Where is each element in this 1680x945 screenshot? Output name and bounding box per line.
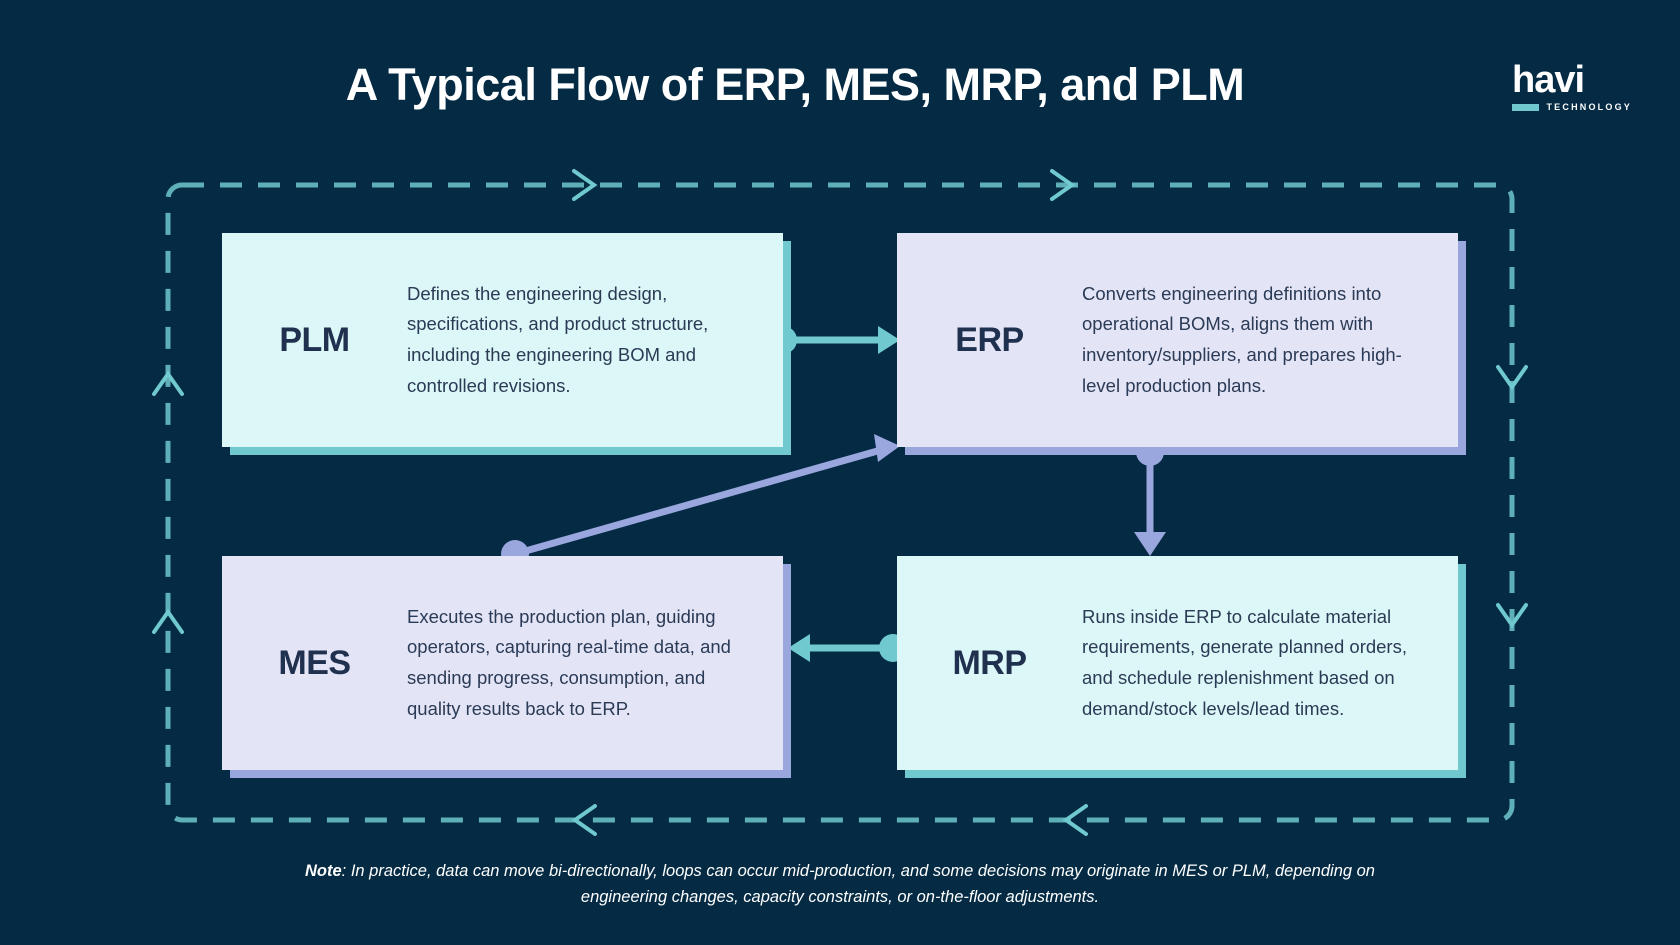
loop-arrow-top-right	[1050, 169, 1076, 201]
loop-arrow-right-lower	[1496, 603, 1528, 629]
loop-arrow-right-upper	[1496, 365, 1528, 391]
logo-tagline: TECHNOLOGY	[1546, 102, 1632, 113]
logo-subrow: TECHNOLOGY	[1512, 102, 1632, 112]
node-mes-description: Executes the production plan, guiding op…	[407, 605, 731, 719]
node-plm[interactable]: PLM Defines the engineering design, spec…	[222, 233, 791, 455]
node-erp-abbr: ERP	[955, 320, 1024, 359]
connector-erp-to-mrp	[1134, 438, 1166, 556]
node-mes-abbr: MES	[278, 643, 351, 682]
page-title: A Typical Flow of ERP, MES, MRP, and PLM	[345, 59, 1245, 110]
node-plm-description: Defines the engineering design, specific…	[407, 282, 709, 396]
node-mes-face: MES Executes the production plan, guidin…	[222, 556, 783, 770]
loop-arrow-top-left	[572, 169, 598, 201]
node-erp-description: Converts engineering definitions into op…	[1082, 282, 1402, 396]
brand-logo: havi TECHNOLOGY	[1512, 59, 1632, 112]
loop-arrow-left-lower	[152, 608, 184, 634]
node-plm-abbr: PLM	[279, 320, 350, 359]
node-erp-face: ERP Converts engineering definitions int…	[897, 233, 1458, 447]
node-mrp[interactable]: MRP Runs inside ERP to calculate materia…	[897, 556, 1466, 778]
footer-note-label: Note	[305, 862, 342, 880]
loop-arrow-bottom-right	[1062, 804, 1088, 836]
node-mrp-abbr: MRP	[952, 643, 1027, 682]
node-mes[interactable]: MES Executes the production plan, guidin…	[222, 556, 791, 778]
logo-bar-icon	[1512, 103, 1540, 111]
node-erp[interactable]: ERP Converts engineering definitions int…	[897, 233, 1466, 455]
loop-arrow-left-upper	[152, 370, 184, 396]
footer-note: Note: In practice, data can move bi-dire…	[0, 858, 1680, 911]
loop-arrow-bottom-left	[571, 804, 597, 836]
node-mrp-description: Runs inside ERP to calculate material re…	[1082, 605, 1407, 719]
logo-wordmark: havi	[1512, 59, 1585, 101]
node-mrp-face: MRP Runs inside ERP to calculate materia…	[897, 556, 1458, 770]
node-plm-face: PLM Defines the engineering design, spec…	[222, 233, 783, 447]
connector-mrp-to-mes	[788, 634, 907, 662]
footer-note-text: : In practice, data can move bi-directio…	[341, 862, 1375, 907]
feedback-loop-path	[165, 182, 1515, 823]
